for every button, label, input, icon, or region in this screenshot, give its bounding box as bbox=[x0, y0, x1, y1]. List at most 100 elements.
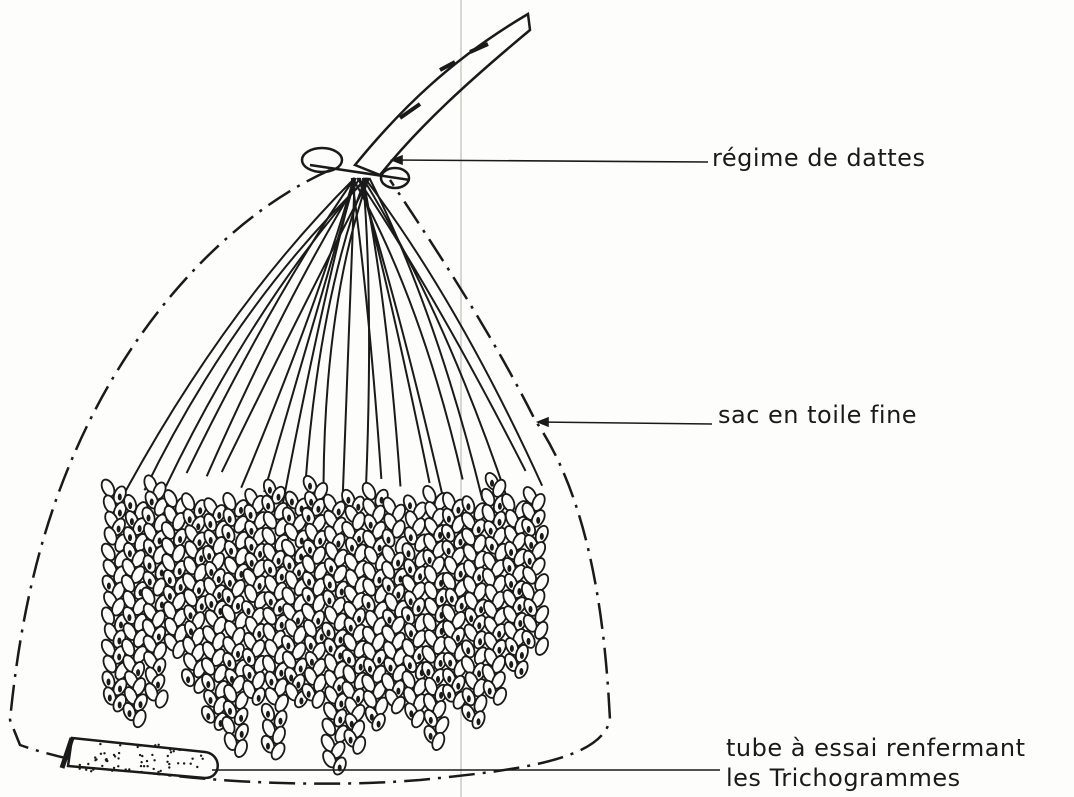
date-shade bbox=[197, 587, 201, 594]
date-shade bbox=[446, 532, 450, 539]
date-shade bbox=[250, 560, 254, 567]
trichogramme-dot bbox=[119, 744, 121, 746]
date-shade bbox=[228, 516, 232, 523]
trichogramme-dot bbox=[117, 757, 119, 759]
date-shade bbox=[426, 669, 430, 676]
date-shade bbox=[287, 515, 291, 522]
date-shade bbox=[519, 668, 523, 675]
date-shade bbox=[489, 528, 493, 535]
trichogramme-dot bbox=[79, 764, 81, 766]
date-shade bbox=[279, 670, 283, 677]
date-shade bbox=[528, 558, 532, 565]
date-shade bbox=[150, 499, 154, 506]
date-shade bbox=[249, 544, 253, 551]
trichogramme-dot bbox=[113, 754, 115, 756]
date-shade bbox=[119, 622, 123, 629]
trichogramme-dot bbox=[99, 743, 101, 745]
date-shade bbox=[278, 606, 282, 613]
date-shade bbox=[340, 589, 344, 596]
trichogramme-dot bbox=[79, 768, 81, 770]
date-shade bbox=[409, 534, 413, 541]
date-shade bbox=[498, 519, 502, 526]
date-shade bbox=[158, 538, 162, 545]
date-shade bbox=[367, 602, 371, 609]
date-shade bbox=[299, 666, 303, 673]
date-shade bbox=[107, 583, 111, 590]
trichogramme-dot bbox=[94, 759, 96, 761]
date-shade bbox=[130, 518, 134, 525]
date-shade bbox=[327, 598, 331, 605]
bunch-strands bbox=[125, 178, 542, 509]
date-shade bbox=[179, 584, 183, 591]
date-shade bbox=[448, 660, 452, 667]
date-shade bbox=[408, 502, 412, 509]
trichogramme-dot bbox=[143, 765, 145, 767]
date-shade bbox=[509, 581, 513, 588]
date-shade bbox=[118, 494, 122, 501]
date-shade bbox=[396, 560, 400, 567]
date-shade bbox=[408, 566, 412, 573]
trichogramme-dot bbox=[101, 765, 103, 767]
date-shade bbox=[307, 595, 311, 602]
date-shade bbox=[377, 577, 381, 584]
bunch-stalk bbox=[355, 14, 530, 175]
date-shade bbox=[409, 598, 413, 605]
date-shade bbox=[517, 588, 521, 595]
date-shade bbox=[459, 539, 463, 546]
trichogramme-dot bbox=[151, 754, 153, 756]
trichogramme-dot bbox=[202, 758, 204, 760]
date-shade bbox=[436, 676, 440, 683]
trichogramme-dot bbox=[118, 752, 120, 754]
date-shade bbox=[478, 638, 482, 645]
date-shade bbox=[207, 553, 211, 560]
date-shade bbox=[227, 660, 231, 667]
date-shade bbox=[199, 555, 203, 562]
date-shade bbox=[107, 679, 111, 686]
test-tube bbox=[62, 738, 218, 778]
date-shade bbox=[409, 630, 413, 637]
trichogramme-dot bbox=[146, 760, 148, 762]
date-shade bbox=[377, 657, 381, 664]
date-shade bbox=[208, 521, 212, 528]
date-shade bbox=[387, 585, 391, 592]
date-shade bbox=[450, 596, 454, 603]
date-shade bbox=[459, 571, 463, 578]
strand bbox=[207, 178, 360, 476]
date-shade bbox=[418, 573, 422, 580]
date-shade bbox=[477, 574, 481, 581]
date-shade bbox=[428, 557, 432, 564]
date-shade bbox=[308, 483, 312, 490]
date-shade bbox=[349, 625, 353, 632]
date-shade bbox=[286, 643, 290, 650]
date-shade bbox=[529, 542, 533, 549]
date-shade bbox=[148, 563, 152, 570]
date-shade bbox=[456, 683, 460, 690]
date-shade bbox=[307, 691, 311, 698]
label-sac-en-toile: sac en toile fine bbox=[718, 400, 917, 430]
date-shade bbox=[290, 499, 294, 506]
date-shade bbox=[287, 563, 291, 570]
date-shade bbox=[277, 494, 281, 501]
trichogramme-dot bbox=[140, 771, 142, 773]
date-shade bbox=[258, 583, 262, 590]
date-shade bbox=[477, 718, 481, 725]
date-shade bbox=[209, 601, 213, 608]
date-shade bbox=[178, 568, 182, 575]
strand bbox=[357, 178, 525, 471]
date-shade bbox=[378, 545, 382, 552]
date-shade bbox=[490, 544, 494, 551]
label-regime-de-dattes: régime de dattes bbox=[712, 143, 925, 173]
date-shade bbox=[310, 659, 314, 666]
date-shade bbox=[509, 549, 513, 556]
date-shade bbox=[128, 710, 132, 717]
date-shade bbox=[280, 574, 284, 581]
dates-cluster bbox=[99, 471, 551, 777]
date-shade bbox=[509, 661, 513, 668]
date-shade bbox=[226, 532, 230, 539]
date-shade bbox=[467, 711, 471, 718]
date-shade bbox=[456, 507, 460, 514]
trichogramme-dot bbox=[178, 748, 180, 750]
trichogramme-dot bbox=[158, 744, 160, 746]
date-shade bbox=[280, 622, 284, 629]
label-tube-a-essai: tube à essai renfermant les Trichogramme… bbox=[726, 733, 1026, 793]
